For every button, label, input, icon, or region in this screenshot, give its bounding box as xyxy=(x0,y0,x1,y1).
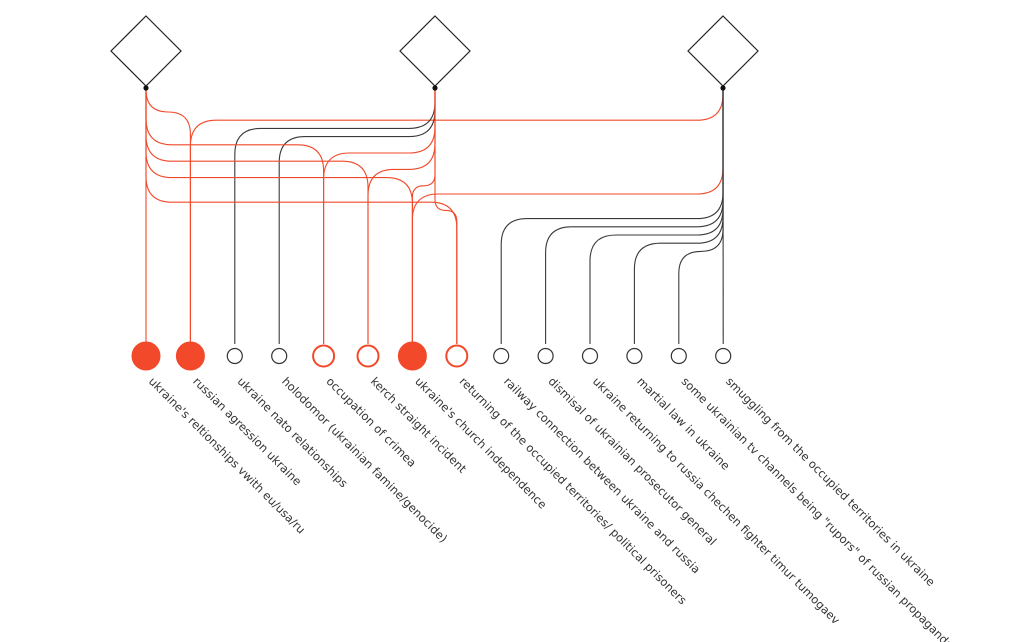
topic-markers xyxy=(131,341,732,371)
topic-label: smuggling from the occupied territories … xyxy=(723,374,938,589)
connection-lines xyxy=(145,87,724,345)
connection-line xyxy=(145,88,325,344)
topic-marker xyxy=(131,341,161,371)
source-anchor-dot xyxy=(432,85,438,91)
topic-marker xyxy=(445,344,469,368)
topic-marker xyxy=(626,347,643,365)
connection-line xyxy=(145,88,191,344)
topic-marker xyxy=(175,341,205,371)
connection-line xyxy=(323,88,436,344)
topic-label: ukraine's reltionships vwith eu/usa/ru xyxy=(146,374,308,536)
source-diamond xyxy=(399,15,471,87)
topic-marker xyxy=(670,347,687,365)
connection-line xyxy=(189,88,724,344)
topic-marker xyxy=(226,347,243,365)
topic-label: dismisal of ukrainian prosecutor general xyxy=(545,374,719,548)
connection-line xyxy=(411,88,724,344)
connection-line xyxy=(589,88,724,344)
topic-marker xyxy=(312,344,336,368)
connection-line xyxy=(633,88,724,344)
connection-line xyxy=(145,88,413,344)
topic-marker xyxy=(581,347,599,365)
connection-line xyxy=(234,88,436,344)
connection-line xyxy=(434,88,458,344)
connection-line xyxy=(500,88,724,344)
connection-line xyxy=(367,88,436,344)
topic-marker xyxy=(493,347,510,365)
source-diamond xyxy=(110,15,182,87)
topic-marker xyxy=(271,347,288,365)
connection-line xyxy=(145,88,369,344)
connection-line xyxy=(278,88,436,344)
topic-marker xyxy=(537,347,554,365)
topic-labels: ukraine's reltionships vwith eu/usa/ruru… xyxy=(146,374,956,642)
connection-line xyxy=(145,88,458,344)
connection-line xyxy=(678,88,724,344)
source-anchor-dot xyxy=(720,85,726,91)
topic-marker xyxy=(397,341,427,371)
topic-label: holodomor (ukrainian famine/genocide) xyxy=(279,374,450,545)
topic-marker xyxy=(356,344,380,368)
source-diamond xyxy=(687,15,759,87)
source-diamonds xyxy=(110,15,759,91)
connection-line xyxy=(545,88,724,344)
topic-marker xyxy=(715,347,732,365)
source-anchor-dot xyxy=(143,85,149,91)
